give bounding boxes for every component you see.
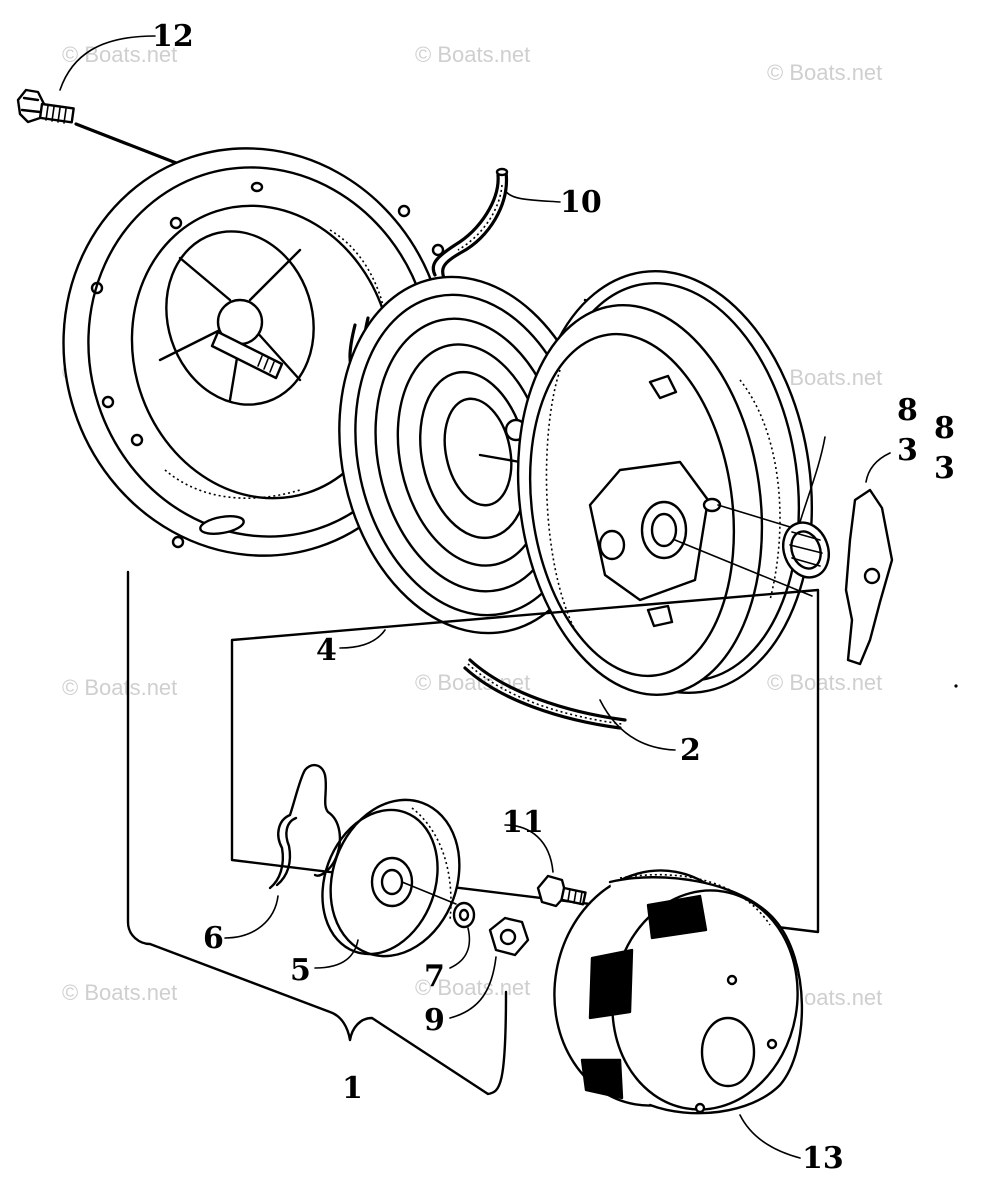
watermark: © Boats.net [415, 42, 530, 67]
callout-6: 6 [203, 921, 224, 956]
callout-11: 11 [502, 805, 544, 840]
stray-mark [954, 684, 958, 688]
kit-bracket [126, 570, 820, 1096]
callout-3: 3 [897, 433, 918, 468]
callout-8: 8 [897, 393, 918, 428]
callout-4: 4 [316, 633, 337, 668]
callout-1: 1 [342, 1071, 363, 1106]
callout-3-secondary: 3 [934, 451, 955, 486]
bolt-part-11 [536, 874, 587, 908]
watermark: © Boats.net [62, 42, 177, 67]
nut-part-9 [488, 916, 530, 957]
callout-9: 9 [424, 1003, 445, 1038]
watermark: © Boats.net [62, 980, 177, 1005]
callout-5: 5 [290, 953, 311, 988]
friction-plate-part-5 [321, 798, 461, 958]
pulley-part-2 [516, 269, 814, 697]
watermark: © Boats.net [767, 60, 882, 85]
rope-part-10 [431, 167, 509, 280]
leader-lines [59, 35, 891, 1159]
callout-8-secondary: 8 [934, 411, 955, 446]
watermark: © Boats.net [62, 675, 177, 700]
callout-12: 12 [152, 19, 194, 54]
washer-part-7 [452, 901, 476, 929]
callout-7: 7 [424, 959, 445, 994]
pawl-part-3 [844, 488, 894, 666]
starter-cup-part-13 [553, 869, 804, 1115]
spring-part-8 [782, 521, 830, 579]
callout-2: 2 [680, 733, 701, 768]
rope-lower [463, 658, 627, 730]
watermark: © Boats.net [767, 670, 882, 695]
watermark: © Boats.net [415, 975, 530, 1000]
callout-13: 13 [802, 1141, 844, 1176]
callout-labels: 12 10 8 8 3 3 4 2 11 6 5 7 9 1 13 [152, 19, 955, 1176]
callout-10: 10 [560, 185, 602, 220]
